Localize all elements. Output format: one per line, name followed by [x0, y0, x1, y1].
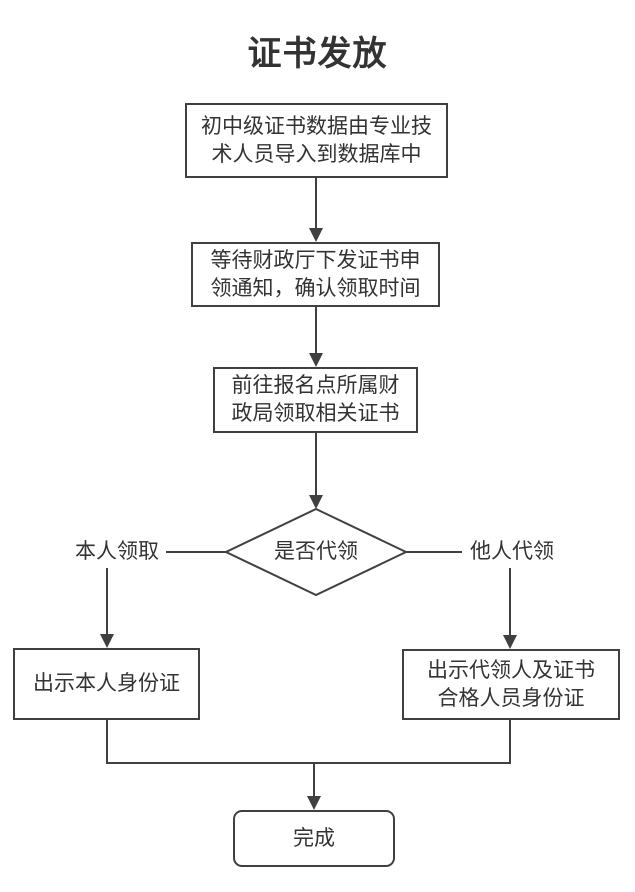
node-result-self: 出示本人身份证 [13, 648, 200, 720]
arrowhead [100, 634, 114, 648]
node-step3: 前往报名点所属财 政局领取相关证书 [213, 367, 418, 433]
arrowhead [309, 353, 323, 367]
connector-step2-step3 [309, 307, 323, 367]
branch-label-self: 本人领取 [75, 540, 159, 563]
arrowhead [307, 796, 321, 810]
node-text-line: 合格人员身份证 [437, 686, 585, 710]
decision-diamond-shape [223, 507, 409, 597]
page-title: 证书发放 [247, 35, 388, 73]
node-text-line: 初中级证书数据由专业技 [201, 114, 432, 138]
branch-label-proxy: 他人代领 [470, 540, 554, 563]
connector-branchleft-resultself [100, 568, 114, 648]
connector-step1-step2 [309, 178, 323, 242]
node-text-line: 政局领取相关证书 [231, 402, 400, 425]
decision-label: 是否代领 [274, 540, 358, 563]
connector-merge-end [307, 763, 321, 810]
node-text-line: 完成 [293, 826, 335, 850]
node-text-line: 术人员导入到数据库中 [211, 142, 422, 166]
node-result-proxy: 出示代领人及证书 合格人员身份证 [402, 649, 620, 720]
connector-step3-decision [309, 433, 323, 509]
arrowhead [503, 635, 517, 649]
node-text-line: 领通知，确认领取时间 [210, 276, 421, 300]
arrowhead [309, 228, 323, 242]
node-text-line: 出示本人身份证 [33, 672, 180, 695]
connector-branchright-resultproxy [503, 568, 517, 649]
node-end: 完成 [233, 810, 395, 867]
node-text-line: 出示代领人及证书 [427, 658, 595, 682]
arrowhead [309, 495, 323, 509]
node-step2: 等待财政厅下发证书申 领通知，确认领取时间 [191, 242, 440, 307]
node-text-line: 前往报名点所属财 [231, 374, 400, 397]
node-step1: 初中级证书数据由专业技 术人员导入到数据库中 [185, 103, 448, 178]
node-text-line: 等待财政厅下发证书申 [210, 248, 421, 272]
